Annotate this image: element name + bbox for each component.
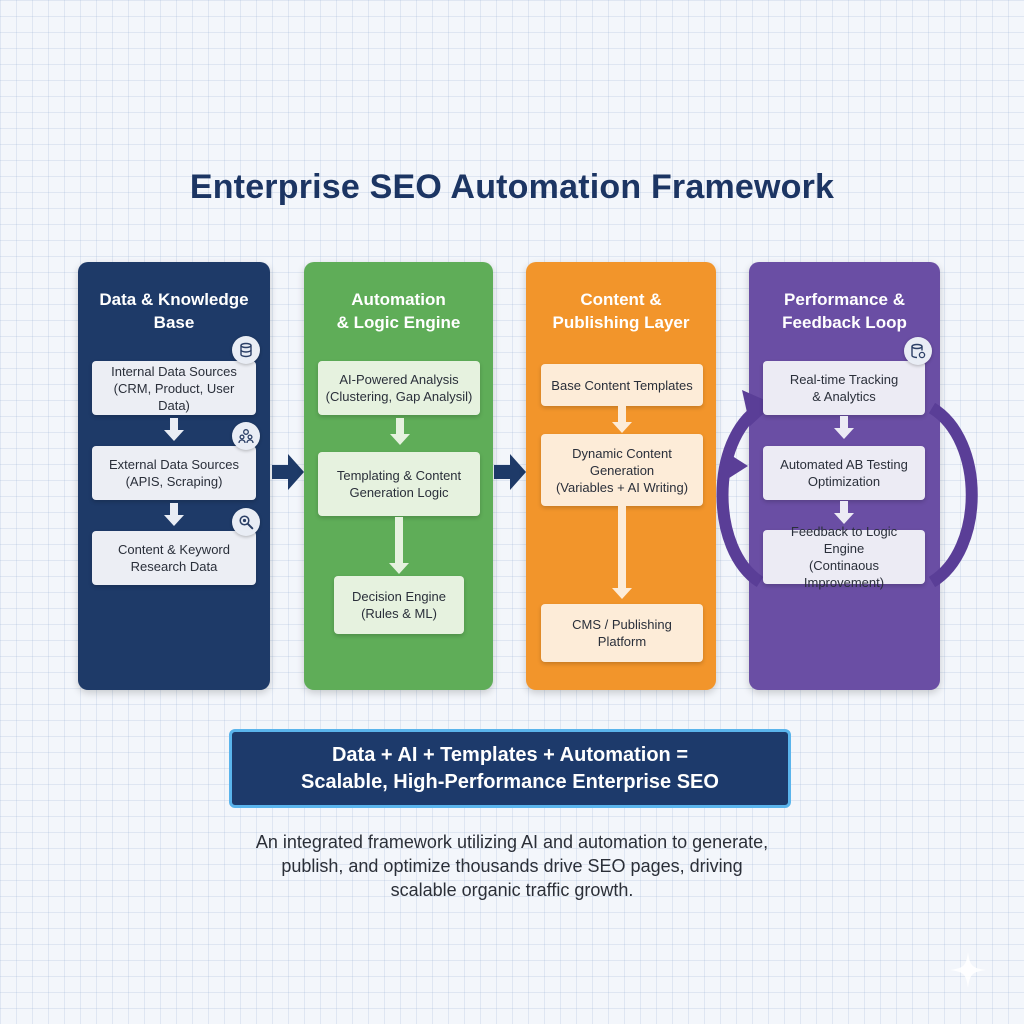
arrow-right-icon (272, 454, 304, 490)
description-line-3: scalable organic traffic growth. (390, 880, 634, 900)
description-line-1: An integrated framework utilizing AI and… (255, 832, 769, 852)
box-line: Internal Data Sources (111, 363, 237, 379)
formula-line-2: Scalable, High-Performance Enterprise SE… (301, 770, 719, 793)
column-content-publishing-layer: Content & Publishing Layer Base Content … (526, 262, 716, 690)
box-line: (Variables + AI Writing) (555, 479, 689, 495)
page-title: Enterprise SEO Automation Framework (189, 168, 835, 206)
box-line: Content & Keyword (117, 542, 230, 557)
column-heading-line-1: Data & Knowledge (99, 290, 249, 309)
external-data-sources-box: External Data Sources (APIS, Scraping) (92, 446, 256, 500)
column-heading-line-2: Publishing Layer (552, 313, 690, 332)
box-line: External Data Sources (108, 457, 240, 472)
column-heading: Automation & Logic Engine (304, 288, 493, 334)
column-heading-line-2: Feedback Loop (782, 313, 907, 332)
box-line: Templating & Content (336, 468, 462, 483)
box-line: Real-time Tracking (789, 372, 899, 387)
column-automation-logic-engine: Automation & Logic Engine AI-Powered Ana… (304, 262, 493, 690)
column-heading-line-1: Performance & (784, 290, 905, 309)
box-line: (APIS, Scraping) (125, 474, 223, 489)
box-line: & Analytics (812, 389, 876, 404)
box-line: Feedback to Logic Engine (790, 524, 898, 556)
arrow-down-icon (612, 506, 632, 599)
realtime-tracking-box: Real-time Tracking & Analytics (763, 361, 925, 415)
magnifier-icon (232, 508, 260, 536)
arrow-down-icon (612, 406, 632, 433)
arrow-down-icon (390, 418, 410, 445)
arrow-down-icon (834, 501, 854, 524)
box-line: Decision Engine (352, 589, 446, 604)
box-line: Research Data (130, 559, 218, 574)
internal-data-sources-box: Internal Data Sources(CRM, Product, User… (92, 361, 256, 415)
loop-arrowhead-icon (742, 390, 774, 426)
box-line: Optimization (807, 474, 881, 489)
column-heading-line-2: Base (153, 313, 195, 332)
box-line: (Continaous Improvement) (803, 558, 885, 590)
box-line: CMS / Publishing (572, 617, 672, 632)
box-line: (CRM, Product, User Data) (113, 380, 235, 413)
box-line: Generation Logic (349, 485, 449, 500)
box-line: (Rules & ML) (361, 606, 437, 621)
formula-line-1: Data + AI + Templates + Automation = (331, 743, 688, 766)
column-heading: Data & Knowledge Base (78, 288, 270, 334)
column-data-knowledge-base: Data & Knowledge Base Internal Data Sour… (78, 262, 270, 690)
database-icon (232, 336, 260, 364)
formula-banner: Data + AI + Templates + Automation = Sca… (229, 729, 791, 808)
column-heading-line-2: & Logic Engine (336, 313, 461, 332)
box-line: Platform (597, 634, 647, 649)
feedback-loop-arrows (716, 390, 978, 588)
database-icon (904, 337, 932, 365)
arrow-down-icon (389, 517, 409, 574)
box-line: Dynamic Content (572, 445, 672, 461)
feedback-to-logic-engine-box: Feedback to Logic Engine(Continaous Impr… (763, 524, 925, 590)
box-line: Base Content Templates (551, 377, 693, 393)
description-line-2: publish, and optimize thousands drive SE… (281, 856, 743, 876)
arrow-down-icon (834, 416, 854, 439)
column-heading: Content & Publishing Layer (526, 288, 716, 334)
arrow-right-icon (494, 454, 526, 490)
arrow-down-icon (164, 503, 184, 526)
arrow-down-icon (164, 418, 184, 441)
box-line: Generation (589, 462, 655, 478)
box-line: AI-Powered Analysis (339, 372, 459, 387)
description: An integrated framework utilizing AI and… (170, 830, 854, 902)
people-icon (232, 422, 260, 450)
column-heading: Performance & Feedback Loop (749, 288, 940, 334)
ai-powered-analysis-box: AI-Powered Analysis (Clustering, Gap Anal… (318, 361, 480, 415)
decision-engine-box: Decision Engine (Rules & ML) (334, 576, 464, 634)
box-line: Automated AB Testing (780, 457, 908, 472)
column-heading-line-1: Content & (580, 290, 662, 309)
sparkle-icon (950, 952, 986, 988)
base-content-templates-box: Base Content Templates (541, 364, 703, 406)
column-heading-line-1: Automation (351, 290, 446, 309)
box-line: (Clustering, Gap Analysil) (325, 389, 473, 404)
